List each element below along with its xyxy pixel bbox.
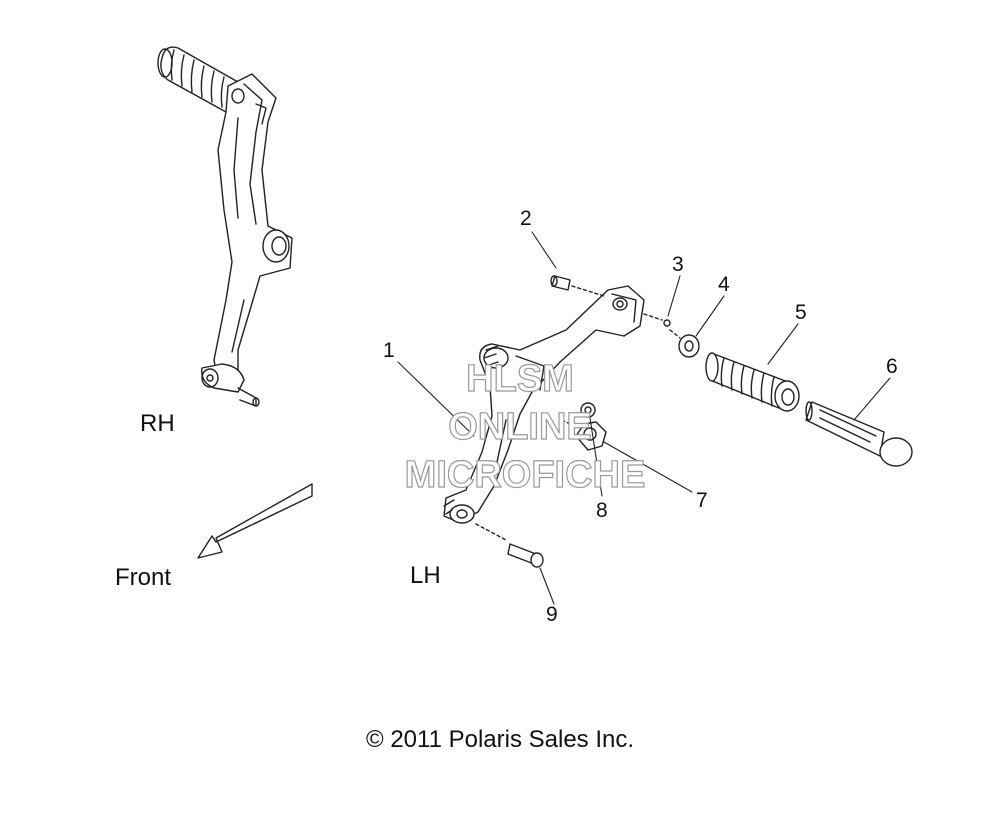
lh-footpeg-insert (805, 401, 913, 467)
front-direction-arrow (197, 483, 313, 559)
watermark-line-3: MICROFICHE (404, 454, 646, 496)
watermark-line-2: ONLINE (448, 406, 593, 448)
lh-nut (561, 419, 607, 451)
callout-2: 2 (520, 207, 532, 230)
callout-5: 5 (795, 301, 807, 324)
rh-lower-pivot (201, 363, 260, 407)
leader-5 (767, 323, 799, 365)
rh-footpeg-rubber (157, 46, 239, 113)
label-lh: LH (410, 562, 441, 589)
rh-bracket-arm (213, 73, 293, 383)
lh-bracket (443, 285, 645, 524)
callout-4: 4 (718, 273, 730, 296)
leader-2 (531, 231, 557, 269)
lh-ring (580, 402, 596, 418)
callout-9: 9 (546, 603, 558, 626)
callout-1: 1 (383, 339, 395, 362)
label-front: Front (115, 564, 172, 591)
leader-6 (853, 377, 891, 421)
leader-3 (667, 275, 681, 317)
lh-footpeg-rubber (705, 352, 800, 412)
leader-4 (695, 295, 725, 337)
callout-6: 6 (886, 355, 898, 378)
lh-clip (643, 313, 671, 327)
lh-washer (669, 329, 700, 358)
lh-bolt (475, 523, 544, 568)
lh-footrest-assembly (443, 275, 913, 568)
leader-7 (603, 441, 693, 493)
callout-3: 3 (672, 253, 684, 276)
leader-8 (589, 417, 603, 497)
watermark-line-1: HLSM (466, 358, 575, 400)
lh-pivot-pin (550, 275, 605, 297)
rh-footrest-assembly (157, 46, 293, 407)
leader-9 (539, 567, 555, 605)
leader-1 (397, 361, 475, 437)
leader-lines (397, 231, 891, 605)
callout-8: 8 (596, 499, 608, 522)
label-rh: RH (140, 410, 175, 437)
copyright-notice: © 2011 Polaris Sales Inc. (365, 726, 635, 753)
callout-7: 7 (696, 489, 708, 512)
